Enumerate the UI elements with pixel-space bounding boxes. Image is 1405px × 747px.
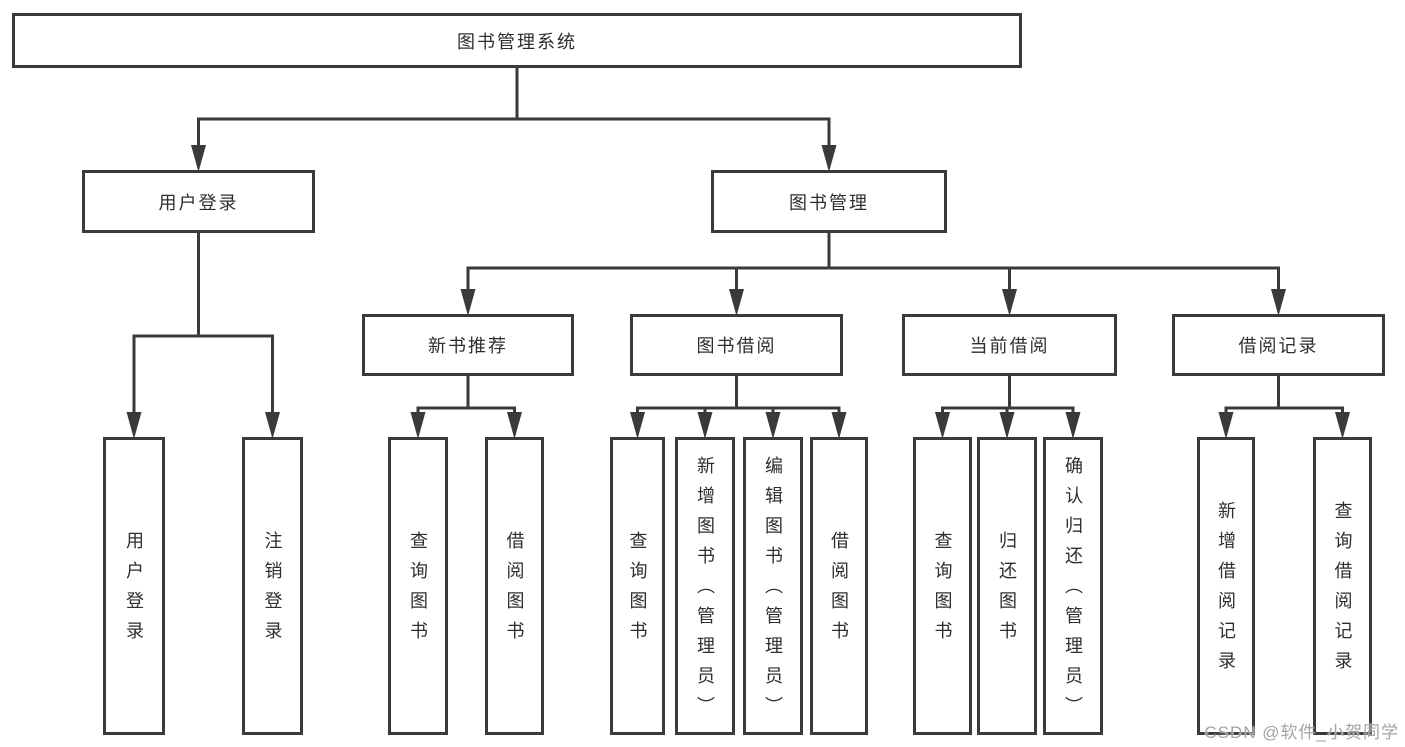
arrowhead-icon: [1002, 289, 1017, 316]
node-label-current-borrow: 当前借阅: [969, 336, 1050, 356]
node-label-v-query-book-a: 查询图书: [408, 531, 428, 651]
arrowhead-icon: [126, 412, 142, 439]
node-label-book-borrow: 图书借阅: [696, 336, 777, 356]
node-label-borrow-record: 借阅记录: [1238, 336, 1319, 356]
node-v-logout: 注销登录: [242, 437, 303, 735]
arrowhead-icon: [630, 412, 645, 439]
node-v-borrow-book-b: 借阅图书: [810, 437, 868, 735]
node-label-v-logout: 注销登录: [262, 531, 283, 651]
node-v-user-login: 用户登录: [103, 437, 165, 735]
node-v-query-borrow-record: 查询借阅记录: [1313, 437, 1372, 735]
node-label-v-query-borrow-record: 查询借阅记录: [1332, 501, 1353, 681]
arrowhead-icon: [507, 412, 522, 439]
node-label-v-borrow-book-a: 借阅图书: [504, 531, 525, 651]
node-current-borrow: 当前借阅: [902, 314, 1117, 376]
arrowhead-icon: [1335, 412, 1350, 439]
node-label-user-login: 用户登录: [158, 192, 239, 213]
node-borrow-record: 借阅记录: [1172, 314, 1385, 376]
arrowhead-icon: [1271, 289, 1286, 316]
node-v-confirm-return: 确认归还（管理员）: [1043, 437, 1103, 735]
arrowhead-icon: [729, 289, 744, 316]
arrowhead-icon: [460, 289, 476, 316]
node-v-query-book-c: 查询图书: [913, 437, 972, 735]
node-book-borrow: 图书借阅: [630, 314, 843, 376]
arrowhead-icon: [410, 412, 426, 439]
node-label-v-edit-book: 编辑图书（管理员）: [763, 456, 783, 726]
node-label-v-query-book-c: 查询图书: [932, 531, 953, 651]
node-v-add-borrow-record: 新增借阅记录: [1197, 437, 1255, 735]
node-label-book-mgmt: 图书管理: [789, 192, 869, 213]
node-label-root: 图书管理系统: [457, 31, 577, 52]
node-label-v-return-book: 归还图书: [997, 531, 1017, 651]
node-new-book-rec: 新书推荐: [362, 314, 574, 376]
watermark: CSDN @软件_小贺同学: [1204, 723, 1399, 742]
node-label-v-add-borrow-record: 新增借阅记录: [1216, 501, 1236, 681]
arrowhead-icon: [999, 412, 1015, 439]
node-v-add-book: 新增图书（管理员）: [675, 437, 735, 735]
arrowhead-icon: [265, 412, 280, 439]
node-label-v-confirm-return: 确认归还（管理员）: [1063, 456, 1083, 726]
node-book-mgmt: 图书管理: [711, 170, 947, 233]
node-label-new-book-rec: 新书推荐: [428, 336, 508, 356]
node-label-v-add-book: 新增图书（管理员）: [695, 456, 715, 726]
arrowhead-icon: [697, 412, 713, 439]
arrowhead-icon: [831, 412, 847, 439]
arrowhead-icon: [821, 145, 837, 172]
arrowhead-icon: [935, 412, 950, 439]
arrowhead-icon: [191, 145, 206, 172]
arrowhead-icon: [1065, 412, 1081, 439]
node-v-return-book: 归还图书: [977, 437, 1037, 735]
node-v-query-book-a: 查询图书: [388, 437, 448, 735]
arrowhead-icon: [1218, 412, 1234, 439]
node-v-borrow-book-a: 借阅图书: [485, 437, 544, 735]
node-v-query-book-b: 查询图书: [610, 437, 665, 735]
arrowhead-icon: [765, 412, 781, 439]
node-user-login: 用户登录: [82, 170, 315, 233]
node-root: 图书管理系统: [12, 13, 1022, 68]
node-label-v-borrow-book-b: 借阅图书: [829, 531, 849, 651]
node-label-v-query-book-b: 查询图书: [627, 531, 648, 651]
node-label-v-user-login: 用户登录: [124, 531, 144, 651]
node-v-edit-book: 编辑图书（管理员）: [743, 437, 803, 735]
